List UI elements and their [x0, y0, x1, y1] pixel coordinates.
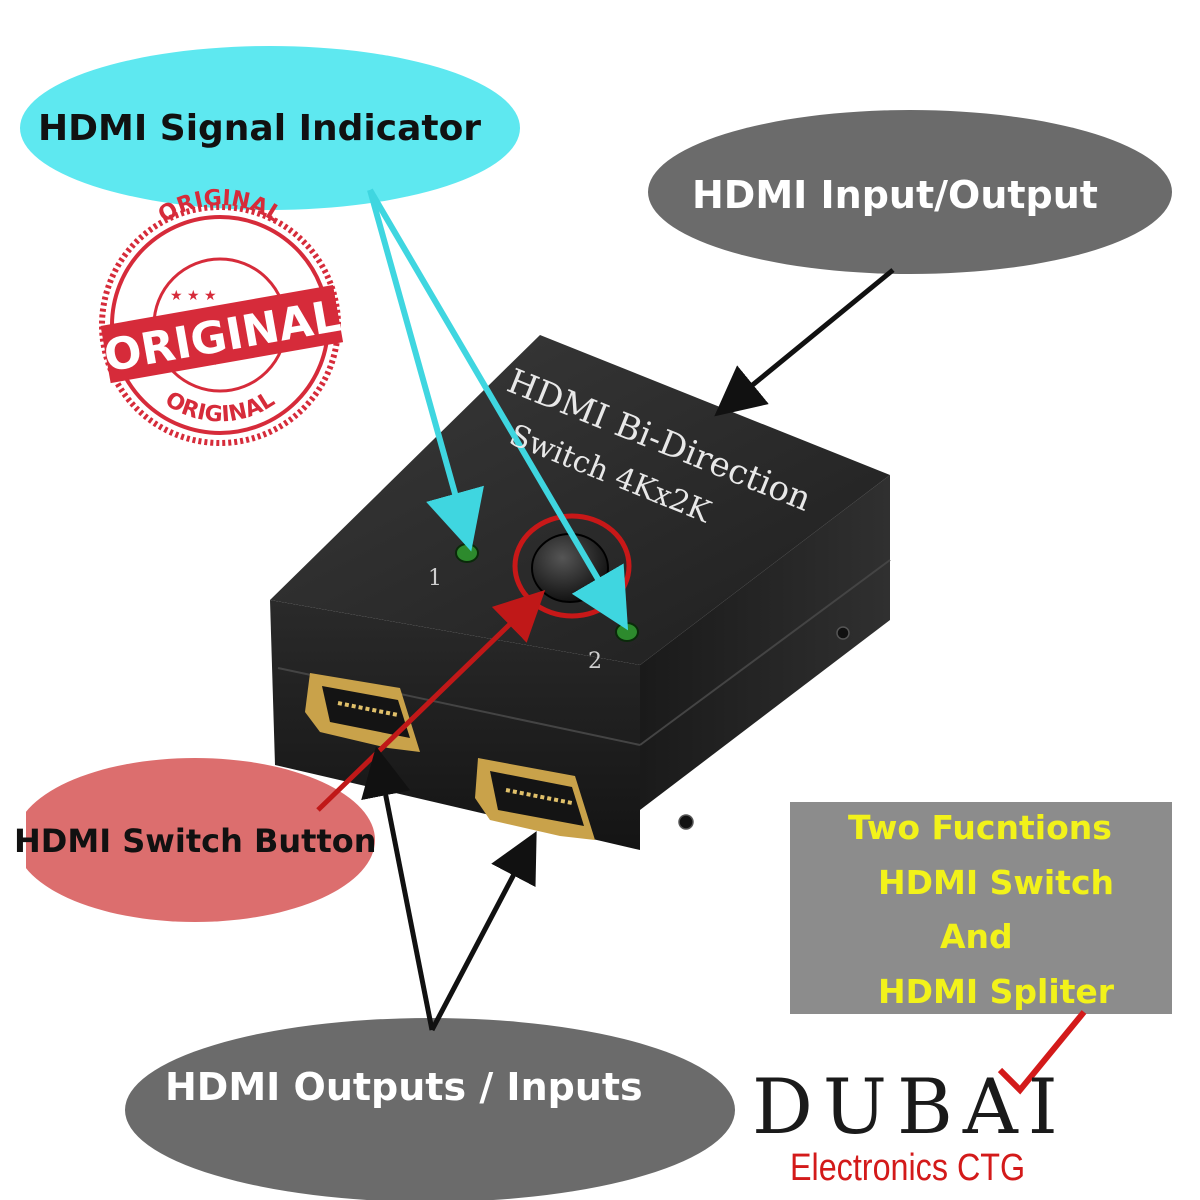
input-output-callout: HDMI Input/Output: [692, 173, 1098, 217]
switch-button-bubble: [15, 758, 375, 922]
hdmi-port-1[interactable]: [305, 673, 420, 752]
stamp-bottom-text: ORIGINAL: [161, 387, 280, 428]
functions-line-4: HDMI Spliter: [878, 972, 1115, 1011]
port-label-2: 2: [588, 649, 602, 674]
input-output-bubble: [648, 110, 1172, 274]
stamp-center-text: ORIGINAL: [100, 291, 344, 383]
stamp-top-text: ORIGINAL: [154, 186, 286, 228]
switch-button-bubble-clip: [0, 740, 26, 940]
functions-line-2: HDMI Switch: [878, 863, 1115, 902]
functions-line-3: And: [940, 917, 1013, 956]
functions-box: [790, 802, 1172, 1014]
svg-text:★ ★ ★: ★ ★ ★: [170, 288, 217, 304]
brand-name: DUBAI: [752, 1062, 1068, 1151]
signal-indicator-bubble: [20, 46, 520, 210]
outputs-inputs-bubble: [125, 1018, 735, 1200]
switch-button-callout: HDMI Switch Button: [14, 822, 377, 860]
functions-line-1: Two Fucntions: [848, 808, 1112, 847]
brand-checkmark-icon: [997, 1010, 1087, 1095]
port-label-1: 1: [428, 566, 442, 591]
hdmi-switch-device: [270, 335, 891, 850]
device-right-side: [640, 475, 890, 810]
signal-indicator-callout: HDMI Signal Indicator: [38, 108, 482, 149]
annotation-arrows: [316, 188, 895, 1032]
outputs-inputs-callout: HDMI Outputs / Inputs: [165, 1065, 643, 1109]
brand-subtitle: Electronics CTG: [790, 1147, 1026, 1189]
hdmi-port-2[interactable]: [475, 758, 595, 840]
device-top-face: [270, 335, 890, 665]
